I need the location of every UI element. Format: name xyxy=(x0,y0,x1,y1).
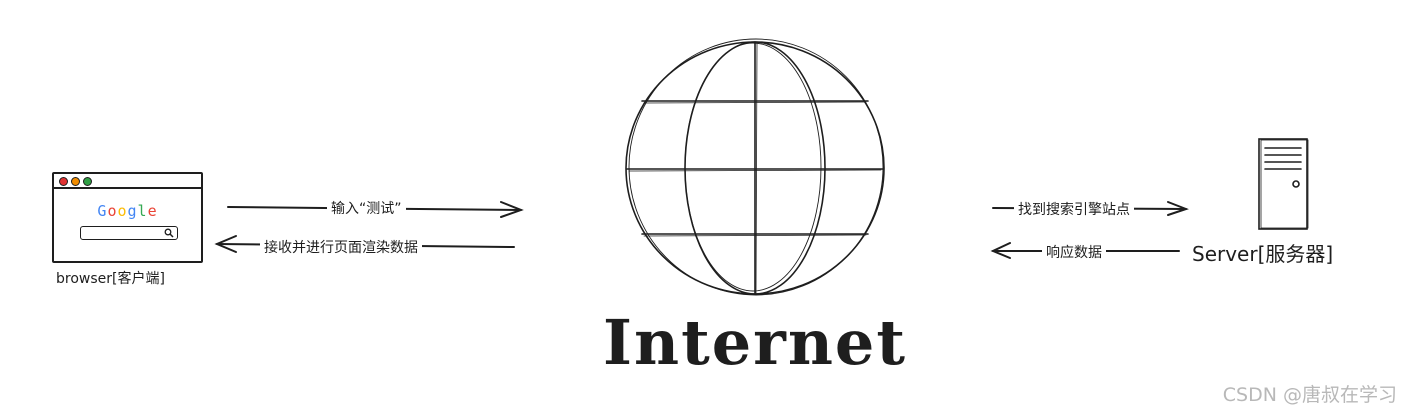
google-logo: Google xyxy=(54,202,201,220)
google-logo-letter: l xyxy=(137,202,148,220)
google-logo-letter: o xyxy=(117,202,128,220)
globe-icon xyxy=(625,38,885,296)
close-dot-icon xyxy=(59,177,68,186)
server-label: Server[服务器] xyxy=(1192,242,1334,266)
browser-window: Google xyxy=(52,172,203,263)
watermark: CSDN @唐叔在学习 xyxy=(1222,384,1397,406)
browser-titlebar xyxy=(54,174,201,189)
google-logo-letter: o xyxy=(107,202,118,220)
minimize-dot-icon xyxy=(71,177,80,186)
google-logo-letter: g xyxy=(127,202,138,220)
search-icon xyxy=(164,228,174,238)
maximize-dot-icon xyxy=(83,177,92,186)
server-icon xyxy=(1258,138,1309,230)
google-logo-letter: G xyxy=(97,202,108,220)
search-box xyxy=(80,226,178,240)
arrow-label-internet-to-server: 找到搜索引擎站点 xyxy=(1014,199,1134,219)
arrow-label-internet-to-browser: 接收并进行页面渲染数据 xyxy=(260,237,422,257)
browser-label: browser[客户端] xyxy=(56,271,165,287)
internet-title: Internet xyxy=(603,306,907,379)
arrow-label-browser-to-internet: 输入“测试” xyxy=(327,198,406,218)
google-logo-letter: e xyxy=(147,202,158,220)
arrow-label-server-to-internet: 响应数据 xyxy=(1042,242,1106,262)
